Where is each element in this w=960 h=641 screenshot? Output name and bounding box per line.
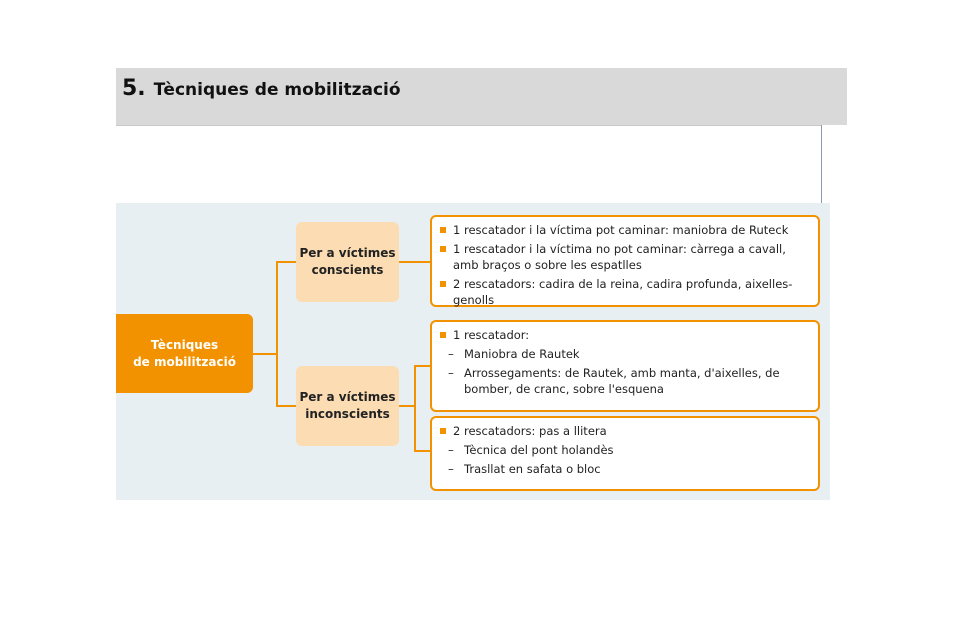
conscious-label-line2: conscients [311, 263, 384, 277]
root-label-line1: Tècniques [150, 337, 219, 352]
mindmap-diagram: Tècniques de mobilització Per a víctimes… [116, 203, 830, 500]
list-item: 1 rescatador: [440, 327, 810, 343]
bullet-square-icon [440, 428, 446, 434]
section-title: Tècniques de mobilització [153, 80, 401, 100]
conscious-label-line1: Per a víctimes [299, 246, 396, 260]
list-item: 1 rescatador i la víctima no pot caminar… [440, 241, 810, 273]
bullet-square-icon [440, 281, 446, 287]
dash-icon: – [448, 443, 454, 457]
root-node: Tècniques de mobilització [116, 314, 253, 393]
connector-root-trunk [276, 261, 278, 406]
connector-conscious-box [399, 261, 430, 263]
connector-to-group2 [414, 450, 430, 452]
unconscious-label-line2: inconscients [305, 407, 390, 421]
bullet-square-icon [440, 246, 446, 252]
sub-item: –Trasllat en safata o bloc [448, 462, 601, 476]
divider-horizontal [116, 125, 822, 126]
sub-item: –Arrossegaments: de Rautek, amb manta, d… [448, 366, 780, 396]
dash-icon: – [448, 462, 454, 476]
connector-root-out [253, 353, 277, 355]
dash-icon: – [448, 347, 454, 361]
section-number: 5. [122, 76, 146, 101]
list-item: 2 rescatadors: cadira de la reina, cadir… [440, 276, 810, 308]
dash-icon: – [448, 366, 454, 380]
divider-vertical [821, 125, 822, 203]
box-unconscious-2: 2 rescatadors: pas a llitera –Tècnica de… [430, 416, 820, 491]
node-conscious: Per a víctimes conscients [296, 222, 399, 302]
bullet-square-icon [440, 332, 446, 338]
list-item: 2 rescatadors: pas a llitera [440, 423, 810, 439]
node-unconscious: Per a víctimes inconscients [296, 366, 399, 446]
box-conscious: 1 rescatador i la víctima pot caminar: m… [430, 215, 820, 307]
connector-to-group1 [414, 365, 430, 367]
page-title: 5. Tècniques de mobilització [122, 76, 401, 101]
list-item: 1 rescatador i la víctima pot caminar: m… [440, 222, 810, 238]
connector-to-conscious [276, 261, 296, 263]
connector-to-unconscious [276, 405, 296, 407]
sub-item: –Tècnica del pont holandès [448, 443, 614, 457]
root-label-line2: de mobilització [133, 354, 236, 369]
connector-unconscious-trunk [414, 365, 416, 451]
sub-item: –Maniobra de Rautek [448, 347, 580, 361]
connector-unconscious-out [399, 405, 415, 407]
bullet-square-icon [440, 227, 446, 233]
box-unconscious-1: 1 rescatador: –Maniobra de Rautek –Arros… [430, 320, 820, 412]
title-bar: 5. Tècniques de mobilització [116, 68, 847, 125]
unconscious-label-line1: Per a víctimes [299, 390, 396, 404]
